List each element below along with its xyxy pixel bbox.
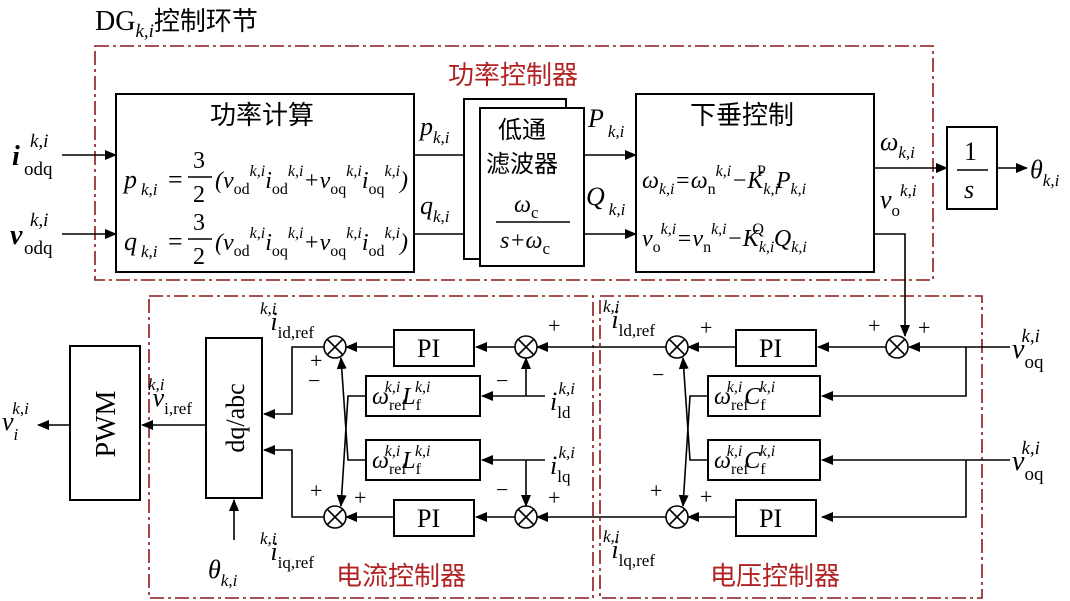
- lpf-block: [479, 107, 585, 267]
- wire-voq-to-cf-top: [821, 347, 967, 401]
- lpf-den: s+ωc: [500, 228, 550, 258]
- pwm-label: PWM: [91, 390, 122, 457]
- lpf-title-1: 低通: [498, 116, 546, 144]
- svg-text:=: =: [168, 227, 183, 256]
- droop-block: [635, 93, 875, 273]
- sign-vlq-2: +: [650, 478, 662, 503]
- sign-cd-1: +: [548, 313, 560, 338]
- wire-cross-vc1: [678, 395, 708, 507]
- sum-current-q-right: [514, 505, 538, 529]
- sign-vlq-1: +: [700, 484, 712, 509]
- signal-vi-ref: vi,refk,i: [148, 375, 192, 418]
- sum-voltage-top: [885, 335, 909, 359]
- lpf-num: ωc: [514, 192, 539, 222]
- signal-omega: ωk,i: [880, 127, 915, 162]
- sum-voltage-lq: [665, 505, 689, 529]
- wire-iq-to-dqabc: [263, 445, 324, 518]
- svg-text:k,i: k,i: [141, 180, 158, 199]
- voltage-controller-label: 电压控制器: [710, 562, 840, 592]
- pi-current-top-label: PI: [417, 334, 440, 363]
- svg-text:2: 2: [193, 244, 205, 270]
- power-calc-title: 功率计算: [210, 101, 314, 131]
- svg-text:p: p: [122, 165, 137, 194]
- pi-voltage-top-label: PI: [759, 334, 782, 363]
- signal-ilq: ilqk,i: [550, 443, 575, 486]
- sign-cq-1: +: [548, 485, 560, 510]
- pi-voltage-bottom: [735, 499, 817, 537]
- comp-c-top: [707, 375, 821, 417]
- sum-current-d-right: [514, 335, 538, 359]
- voltage-controller-frame: [599, 295, 983, 599]
- integrator-block: [946, 126, 998, 210]
- wire-cross-vc2: [678, 357, 708, 461]
- pi-voltage-top: [735, 329, 817, 367]
- signal-id-ref: iid,refk,i: [260, 299, 314, 342]
- svg-text:3: 3: [193, 148, 205, 174]
- sign-cl-3: +: [310, 478, 322, 503]
- signal-ilq-ref: ilq,refk,i: [603, 527, 655, 570]
- wire-vo-down: [874, 233, 910, 337]
- integrator-num: 1: [964, 137, 977, 166]
- comp-l-top: [365, 375, 481, 417]
- wire-voq-to-pi-bot: [821, 460, 967, 522]
- wire-id-to-dqabc: [263, 346, 324, 419]
- comp-c-bottom: [707, 439, 821, 481]
- wire-cross-cl1: [336, 395, 366, 507]
- input-v-oq-bottom: voqk,i: [1012, 438, 1044, 485]
- input-v-oq-top: voqk,i: [1012, 326, 1044, 373]
- comp-l-bottom: [365, 439, 481, 481]
- sign-cl-4: +: [354, 485, 366, 510]
- signal-ild-ref: ild,refk,i: [603, 297, 655, 340]
- sign-vld-1: +: [700, 315, 712, 340]
- svg-text:k,i: k,i: [141, 242, 158, 261]
- wire-cross-cl2: [336, 357, 366, 461]
- comp-c-top-label: ωrefk,iCfk,i: [714, 379, 775, 414]
- sign-cl-1: +: [310, 348, 322, 373]
- signal-p: pk,i: [418, 112, 450, 147]
- svg-text:=: =: [168, 165, 183, 194]
- current-controller-label: 电流控制器: [336, 562, 466, 592]
- sum-current-q-left: [323, 505, 347, 529]
- svg-text:3: 3: [193, 210, 205, 236]
- signal-theta-in: θk,i: [208, 555, 238, 590]
- signal-vi-out: vik,i: [2, 399, 29, 444]
- sum-current-d-left: [323, 335, 347, 359]
- power-controller-frame: [94, 45, 934, 281]
- svg-text:2: 2: [193, 182, 205, 208]
- current-controller-frame: [148, 295, 594, 599]
- signal-ild: ildk,i: [550, 379, 575, 422]
- sign-vt-2: +: [918, 315, 930, 340]
- signal-vo: vok,i: [880, 181, 917, 220]
- signal-theta-out: θk,i: [1030, 155, 1060, 190]
- pwm-block: [69, 345, 141, 501]
- diagram-title: DGk,i控制环节: [95, 6, 258, 42]
- comp-c-bottom-label: ωrefk,iCfk,i: [714, 443, 775, 478]
- dqabc-block: [205, 337, 263, 499]
- sign-cq-2: −: [496, 477, 508, 502]
- pi-current-bottom: [393, 499, 475, 537]
- pi-voltage-bottom-label: PI: [759, 504, 782, 533]
- signal-iq-ref: iiq,refk,i: [260, 529, 314, 572]
- power-calc-block: [115, 93, 415, 273]
- signal-q: qk,i: [420, 191, 450, 226]
- sum-voltage-ld: [665, 335, 689, 359]
- sign-vld-2: −: [652, 362, 664, 387]
- pi-current-bottom-label: PI: [417, 504, 440, 533]
- pi-current-top: [393, 329, 475, 367]
- droop-title: 下垂控制: [690, 101, 794, 131]
- integrator-den: s: [964, 175, 974, 204]
- sign-cd-2: −: [496, 368, 508, 393]
- dqabc-label: dq/abc: [221, 383, 250, 452]
- svg-text:q: q: [124, 227, 137, 256]
- comp-l-top-label: ωrefk,iLfk,i: [372, 379, 431, 414]
- lpf-title-2: 滤波器: [486, 150, 558, 178]
- sign-cl-2: −: [308, 368, 320, 393]
- power-controller-label: 功率控制器: [448, 61, 578, 91]
- sign-vt-1: +: [868, 313, 880, 338]
